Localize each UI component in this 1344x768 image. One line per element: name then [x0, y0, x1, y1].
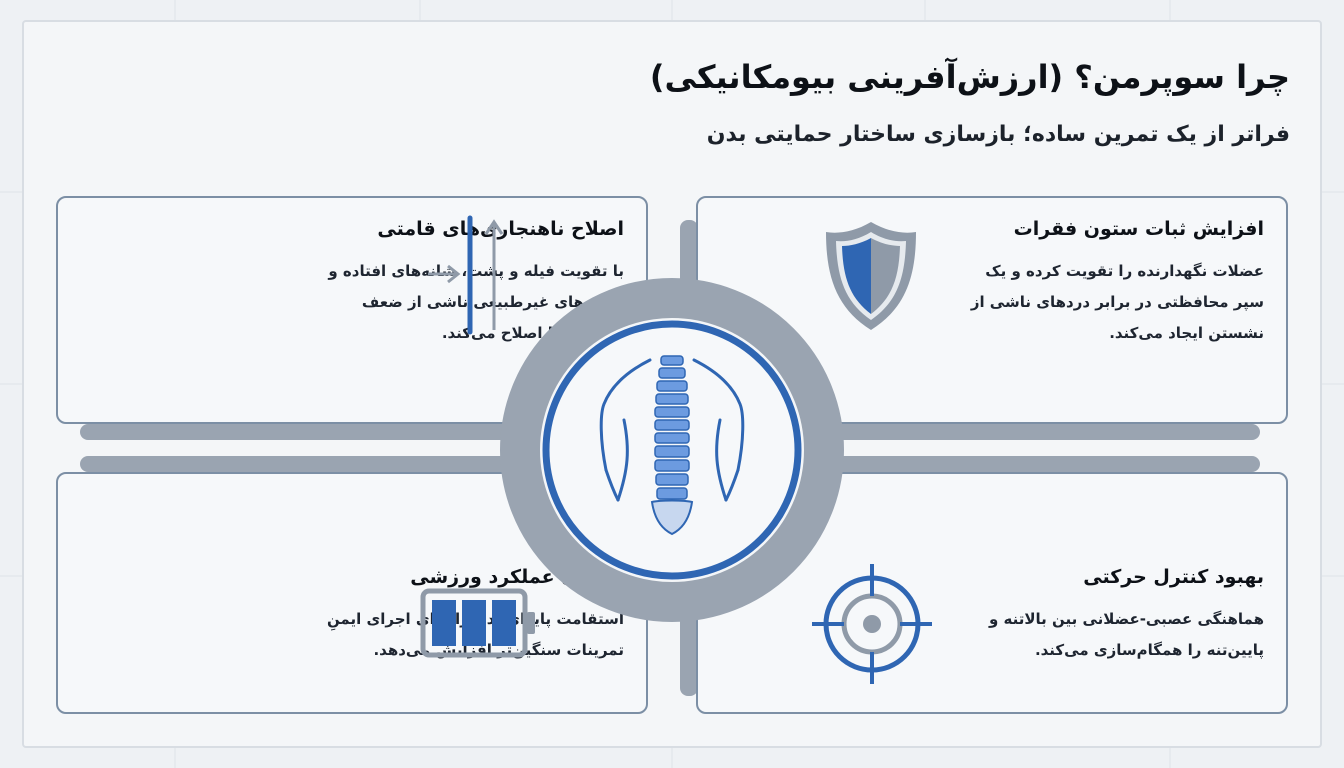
vertebrae: [654, 355, 690, 500]
target-icon: [812, 564, 932, 684]
sacrum: [650, 499, 694, 536]
card-text-line: با تقویت فیله و پشت، شانه‌های افتاده و: [328, 262, 624, 280]
card-title: افزایش ثبات ستون فقرات: [1013, 218, 1264, 240]
card-text-line: عضلات نگهدارنده را تقویت کرده و یک: [985, 262, 1264, 280]
posture-arrows-icon: [428, 215, 504, 335]
battery-icon: [420, 588, 535, 658]
blue-ring: [542, 320, 802, 580]
card-text-line: سپر محافظتی در برابر دردهای ناشی از: [970, 293, 1264, 311]
card-posture-correction: اصلاح ناهنجاری‌های قامتی با تقویت فیله و…: [56, 196, 648, 424]
spine-back-icon: [599, 358, 745, 502]
card-text: هماهنگی عصبی-عضلانی بین بالاتنه و پایین‌…: [989, 604, 1264, 666]
card-text-line: نشستن ایجاد می‌کند.: [1109, 324, 1264, 342]
shield-icon: [826, 222, 916, 330]
card-title: اصلاح ناهنجاری‌های قامتی: [377, 218, 624, 240]
page-title: چرا سوپرمن؟ (ارزش‌آفرینی بیومکانیکی): [649, 58, 1290, 96]
card-text: عضلات نگهدارنده را تقویت کرده و یک سپر م…: [971, 256, 1264, 349]
card-title: بهبود کنترل حرکتی: [1083, 566, 1264, 588]
card-text-line: هماهنگی عصبی-عضلانی بین بالاتنه و: [988, 610, 1264, 628]
card-text-line: پایین‌تنه را همگام‌سازی می‌کند.: [1034, 641, 1264, 659]
page-subtitle: فراتر از یک تمرین ساده؛ بازسازی ساختار ح…: [706, 122, 1290, 147]
